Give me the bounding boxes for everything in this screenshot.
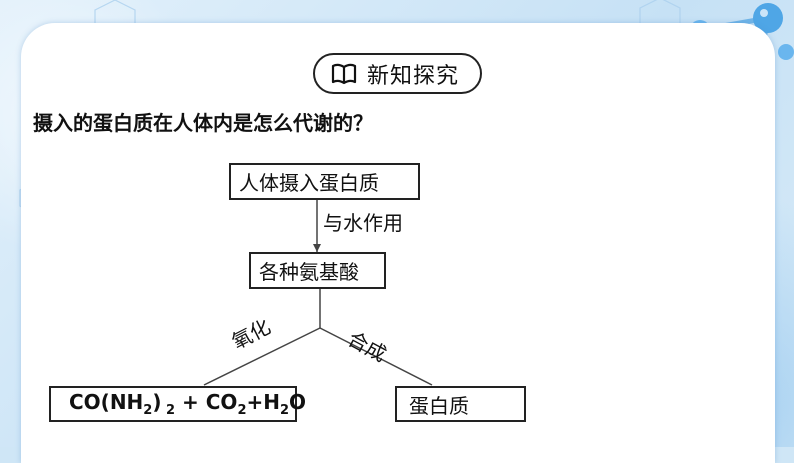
node-protein: 蛋白质 bbox=[395, 386, 526, 422]
arrow-head bbox=[313, 244, 321, 252]
node-ingested-protein: 人体摄入蛋白质 bbox=[229, 163, 420, 200]
section-title-badge: 新知探究 bbox=[313, 53, 482, 94]
connector-synthesis-branch bbox=[319, 327, 433, 386]
book-icon bbox=[331, 63, 357, 84]
edge-label-with-water: 与水作用 bbox=[323, 211, 403, 235]
node-amino-acids: 各种氨基酸 bbox=[249, 252, 386, 289]
diagram-connectors bbox=[203, 200, 433, 386]
connector-oxidation-branch bbox=[203, 327, 321, 386]
node-urea-products: CO(NH2) 2 + CO2+H2O bbox=[49, 386, 306, 422]
section-title: 新知探究 bbox=[367, 63, 460, 89]
question-text: 摄入的蛋白质在人体内是怎么代谢的？ bbox=[33, 111, 373, 135]
urea-formula: CO(NH2) 2 + CO2+H2O bbox=[69, 390, 307, 418]
